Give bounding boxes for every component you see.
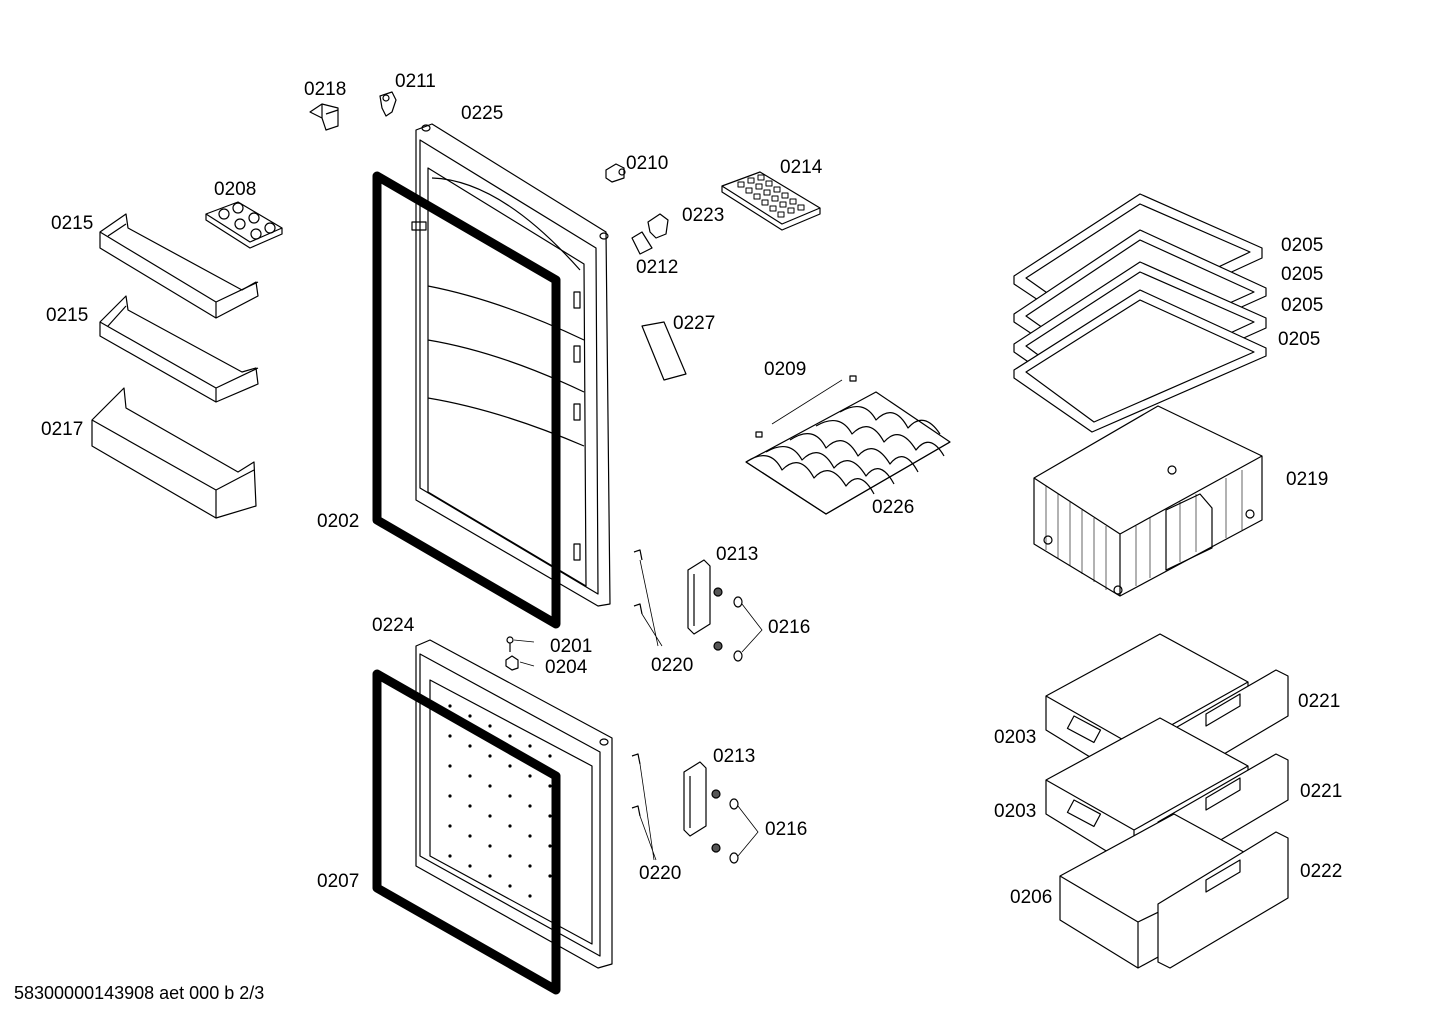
part-0204-block xyxy=(505,655,535,671)
part-0210-bracket xyxy=(605,163,626,183)
part-0208-egg-tray xyxy=(205,201,283,249)
part-0211-hinge-pin xyxy=(379,91,397,117)
label-0219: 0219 xyxy=(1286,469,1329,490)
label-0205-3: 0205 xyxy=(1281,295,1324,316)
part-0226-wine-rack xyxy=(745,391,951,515)
part-0217-bottle-shelf xyxy=(91,387,257,519)
part-0216-caps-upper xyxy=(713,587,763,662)
part-0213-handle-upper xyxy=(687,559,711,635)
part-0215-door-shelf-middle xyxy=(99,295,259,403)
label-0227: 0227 xyxy=(673,313,716,334)
label-0215-upper: 0215 xyxy=(51,213,94,234)
label-0213-upper: 0213 xyxy=(716,544,759,565)
label-0202: 0202 xyxy=(317,511,360,532)
part-0214-ice-tray xyxy=(721,171,821,231)
part-0227-label xyxy=(641,321,687,381)
label-0216-lower: 0216 xyxy=(765,819,808,840)
label-0221-middle: 0221 xyxy=(1300,781,1343,802)
label-0205-2: 0205 xyxy=(1281,264,1324,285)
label-0206: 0206 xyxy=(1010,887,1053,908)
label-0203-middle: 0203 xyxy=(994,801,1037,822)
label-0203-upper: 0203 xyxy=(994,727,1037,748)
label-0215-middle: 0215 xyxy=(46,305,89,326)
part-0225-upper-door xyxy=(411,123,611,607)
part-0223-latch xyxy=(647,213,669,239)
drawing-reference-footer: 58300000143908 aet 000 b 2/3 xyxy=(14,983,265,1003)
part-0222-drawer-front-lower xyxy=(1157,831,1289,969)
part-0209-clips xyxy=(755,375,857,438)
part-0207-gasket-lower xyxy=(372,669,561,995)
part-0216-caps-lower xyxy=(711,789,759,864)
label-0223: 0223 xyxy=(682,205,725,226)
label-0224: 0224 xyxy=(372,615,415,636)
label-0220-lower: 0220 xyxy=(639,863,682,884)
part-0201-pin xyxy=(506,636,535,652)
label-0211: 0211 xyxy=(395,71,436,92)
label-0205-4: 0205 xyxy=(1278,329,1321,350)
label-0208: 0208 xyxy=(214,179,257,200)
part-0220-screws-upper xyxy=(633,549,663,647)
part-0205-glass-shelves xyxy=(1013,193,1267,433)
label-0212: 0212 xyxy=(636,257,679,278)
label-0221-upper: 0221 xyxy=(1298,691,1341,712)
part-0213-handle-lower xyxy=(683,761,707,837)
label-0226: 0226 xyxy=(872,497,915,518)
label-0222: 0222 xyxy=(1300,861,1343,882)
label-0210: 0210 xyxy=(626,153,669,174)
part-0220-screws-lower xyxy=(631,753,657,861)
label-0218: 0218 xyxy=(304,79,347,100)
part-0224-lower-door xyxy=(415,639,613,969)
label-0205-1: 0205 xyxy=(1281,235,1324,256)
label-0201: 0201 xyxy=(550,636,593,657)
label-0216-upper: 0216 xyxy=(768,617,811,638)
part-0215-door-shelf-upper xyxy=(99,213,259,319)
label-0213-lower: 0213 xyxy=(713,746,756,767)
part-0219-crisper-box xyxy=(1033,405,1263,597)
label-0220-upper: 0220 xyxy=(651,655,694,676)
part-0202-gasket-upper xyxy=(372,171,561,629)
label-0217: 0217 xyxy=(41,419,84,440)
label-0214: 0214 xyxy=(780,157,823,178)
label-0204: 0204 xyxy=(545,657,588,678)
label-0207: 0207 xyxy=(317,871,360,892)
label-0225: 0225 xyxy=(461,103,504,124)
part-0212-cover xyxy=(631,231,653,255)
part-0218-clip xyxy=(309,103,339,131)
label-0209: 0209 xyxy=(764,359,807,380)
